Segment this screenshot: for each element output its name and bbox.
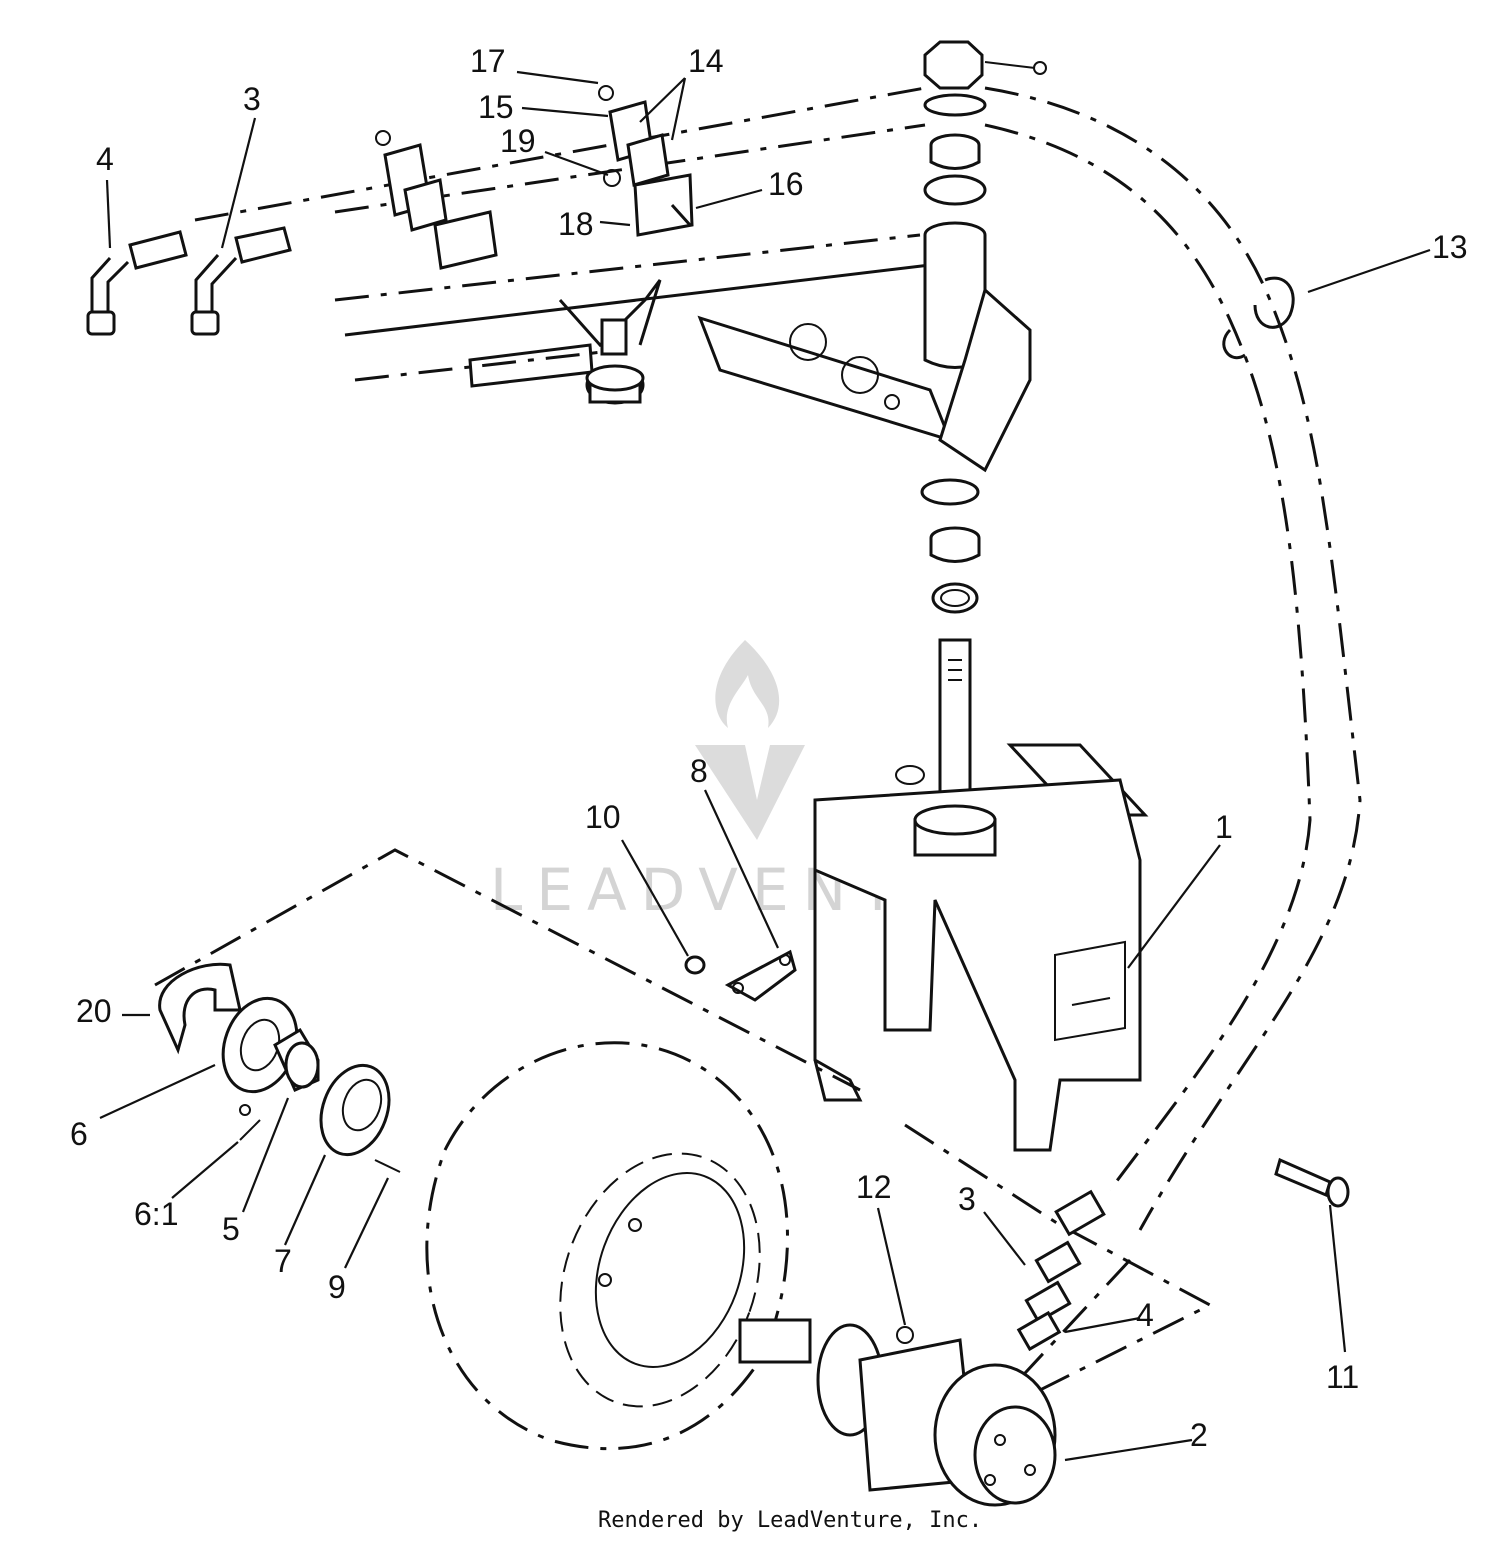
hydraulic-hoses [194,86,1362,1402]
callout-14: 14 [688,43,724,79]
bolt-11 [1274,1157,1350,1208]
callout-6-1: 6:1 [134,1196,178,1232]
watermark-flame-icon [715,640,780,728]
callout-6: 6 [70,1116,88,1152]
callout-1: 1 [1215,809,1233,845]
caster-fork [813,638,1149,1152]
callout-10: 10 [585,799,621,835]
hose-fittings-left [86,226,292,336]
leader-lines [99,70,1431,1462]
hub-parts [158,962,401,1173]
callouts: 17 14 3 15 4 19 16 18 13 8 10 1 20 6 6:1… [70,43,1468,1453]
clamp-brackets [375,85,694,270]
callout-11: 11 [1326,1359,1359,1395]
wheel-tire [425,1041,789,1451]
callout-4-top: 4 [96,141,114,177]
spindle-bearing-stack [920,40,1047,614]
plate-8 [684,949,797,1002]
callout-16: 16 [768,166,804,202]
callout-18: 18 [558,206,594,242]
pivot-mount [558,279,662,405]
callout-12: 12 [856,1169,892,1205]
callout-2: 2 [1190,1417,1208,1453]
render-credit: Rendered by LeadVenture, Inc. [598,1508,982,1533]
hose-fittings-right [1016,1189,1106,1352]
callout-4-bottom: 4 [1136,1297,1154,1333]
callout-3-top: 3 [243,81,261,117]
callout-17: 17 [470,43,506,79]
callout-19: 19 [500,123,536,159]
hydraulic-motor [738,1318,1057,1507]
wheel-axis-dashes [154,848,1214,1412]
clip-13 [1222,276,1295,360]
callout-13: 13 [1432,229,1468,265]
watermark-v-icon [695,745,805,840]
callout-20: 20 [76,993,112,1029]
callout-5: 5 [222,1211,240,1247]
callout-8: 8 [690,753,708,789]
callout-7: 7 [274,1243,292,1279]
frame-crossbar [334,233,953,443]
callout-3-bottom: 3 [958,1181,976,1217]
callout-15: 15 [478,89,514,125]
callout-9: 9 [328,1269,346,1305]
